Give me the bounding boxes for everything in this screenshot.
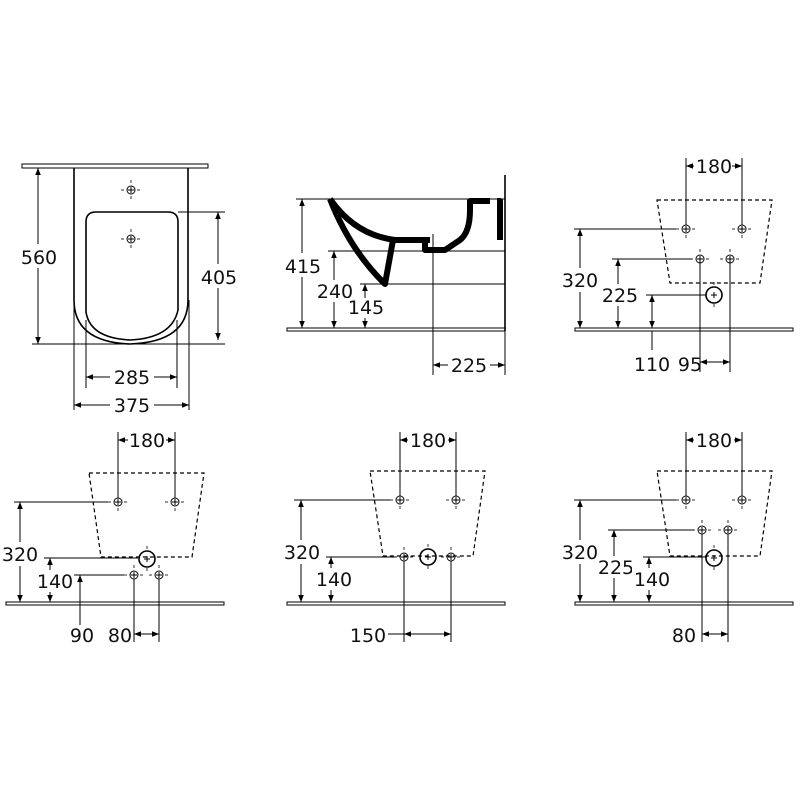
floor-line	[286, 327, 506, 332]
connection-view-b: 180 320 140 90 80	[0, 428, 225, 647]
dim-supply-height: 225	[598, 557, 634, 579]
dim-bowl-width: 285	[114, 367, 150, 389]
dim-bolt-height: 320	[562, 542, 598, 564]
dim-bolt-height: 320	[562, 270, 598, 292]
bidet-profile	[327, 197, 430, 287]
dim-rim-height: 415	[285, 256, 321, 278]
dim-depth: 560	[21, 247, 57, 269]
dim-bolt-spacing: 180	[129, 430, 165, 452]
dim-bolt-height: 320	[2, 544, 38, 566]
dim-drain-height: 140	[634, 569, 670, 591]
top-view: 560 405 285 375	[18, 163, 240, 417]
drain-hole-icon	[120, 228, 142, 250]
dim-supply-spacing: 95	[678, 354, 702, 376]
dim-bowl-depth: 405	[201, 267, 237, 289]
side-view: 415 240 145 225	[282, 175, 506, 377]
dim-bolt-spacing: 180	[410, 430, 446, 452]
dim-supply-height: 90	[70, 625, 94, 647]
dim-bottom-height: 145	[348, 297, 384, 319]
dim-bolt-spacing: 180	[696, 156, 732, 178]
bidet-outline-dashed	[656, 199, 773, 284]
bowl-outline	[85, 211, 179, 341]
dim-drain-height: 140	[37, 571, 73, 593]
connection-view-a: 180 320 225 110 95	[560, 154, 794, 376]
dim-outlet-from-wall: 225	[451, 355, 487, 377]
connection-view-c: 180 320 140 150	[281, 428, 506, 647]
dim-outlet-height: 240	[317, 281, 353, 303]
dim-supply-spacing: 150	[350, 625, 386, 647]
dim-bolt-spacing: 180	[696, 430, 732, 452]
dim-overall-width: 375	[114, 395, 150, 417]
dim-supply-height: 225	[602, 285, 638, 307]
dim-supply-spacing: 80	[672, 625, 696, 647]
wall-plate	[21, 163, 209, 169]
dim-bolt-height: 320	[284, 542, 320, 564]
tap-hole-icon	[120, 179, 142, 201]
dim-drain-height: 110	[634, 354, 670, 376]
dim-drain-height: 140	[316, 569, 352, 591]
dim-supply-spacing: 80	[108, 625, 132, 647]
connection-view-d: 180 320 225 140 80	[560, 428, 794, 647]
